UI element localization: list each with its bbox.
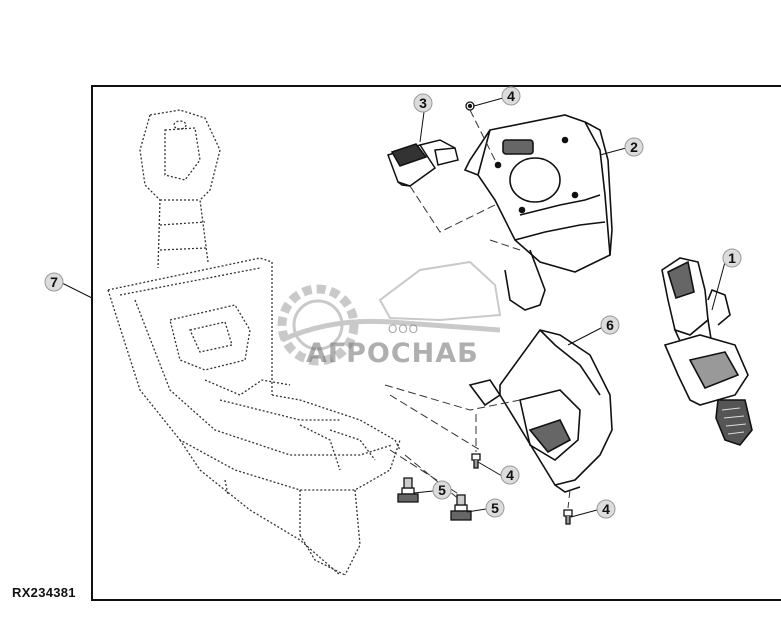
part-1-joystick (661, 257, 753, 446)
part-6-lower-cover (468, 329, 613, 493)
callout-label: 2 (630, 139, 638, 155)
part-4-screw-left (471, 453, 481, 469)
part-7-console-housing (107, 109, 401, 576)
callout-4: 4 (500, 465, 520, 485)
diagram-frame (91, 85, 781, 601)
callout-label: 7 (50, 274, 58, 290)
watermark-company: АГРОСНАБ (306, 338, 479, 369)
callout-5: 5 (432, 480, 452, 500)
part-4-screw-right (563, 509, 573, 525)
callout-label: 1 (728, 250, 736, 266)
watermark-prefix: ООО (388, 322, 420, 336)
callout-label: 4 (506, 467, 514, 483)
callout-label: 3 (419, 95, 427, 111)
callout-5: 5 (485, 498, 505, 518)
part-5-bolt-left (397, 477, 419, 503)
callout-bubble (600, 315, 620, 335)
callout-bubble (596, 499, 616, 519)
part-4-screw-top (465, 101, 475, 111)
callout-bubble (722, 248, 742, 268)
callout-3: 3 (413, 93, 433, 113)
callout-label: 5 (438, 482, 446, 498)
callout-label: 4 (507, 88, 515, 104)
watermark-logo (277, 260, 502, 366)
assembly-lines (384, 109, 571, 509)
callout-bubble (624, 137, 644, 157)
callout-bubble (485, 498, 505, 518)
callout-4: 4 (501, 86, 521, 106)
figure-reference: RX234381 (12, 585, 76, 600)
callout-bubble (501, 86, 521, 106)
callout-7: 7 (44, 272, 64, 292)
callout-4: 4 (596, 499, 616, 519)
callout-group: 1 2 3 4 4 4 5 5 6 7 (44, 86, 742, 519)
callout-bubble (500, 465, 520, 485)
callout-6: 6 (600, 315, 620, 335)
callout-label: 6 (606, 317, 614, 333)
leader-lines (61, 97, 726, 518)
callout-1: 1 (722, 248, 742, 268)
callout-label: 4 (602, 501, 610, 517)
callout-label: 5 (491, 500, 499, 516)
part-3-switch (387, 139, 459, 187)
callout-bubble (44, 272, 64, 292)
callout-bubble (432, 480, 452, 500)
part-5-bolt-right (450, 494, 472, 521)
callout-2: 2 (624, 137, 644, 157)
callout-bubble (413, 93, 433, 113)
part-2-upper-cover (463, 114, 613, 311)
